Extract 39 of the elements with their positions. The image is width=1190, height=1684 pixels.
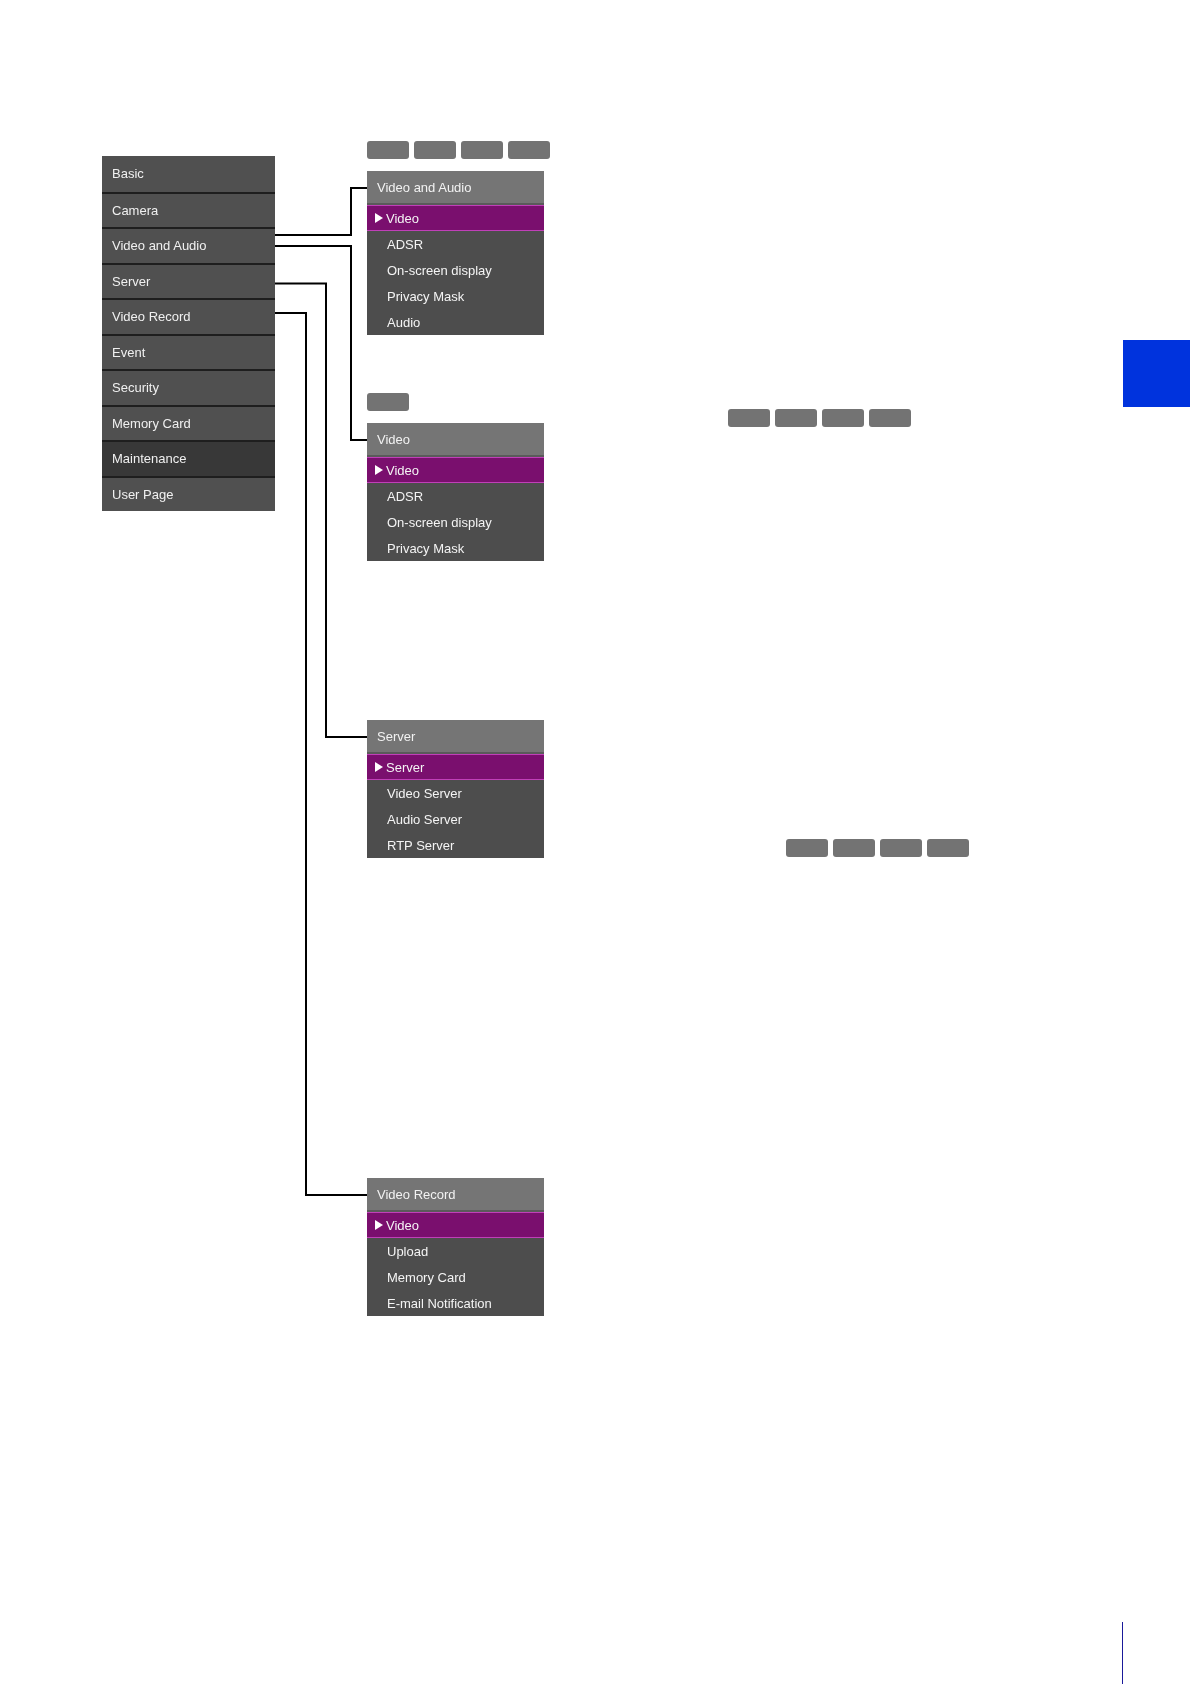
header-text: Video [377,431,410,447]
menu-item: Memory Card [102,404,275,440]
menu-item: Maintenance [102,440,275,476]
menu-item: Privacy Mask [367,283,544,309]
menu-item: Basic [102,156,275,192]
connector-line [274,312,368,1196]
submenu-panel [367,171,544,335]
menu-item: RTP Server [367,832,544,858]
connector-line [274,187,368,236]
selected-menu-item: Server [367,754,544,780]
menu-item: ADSR [367,483,544,509]
selected-menu-item: Video [367,205,544,231]
menu-item: Security [102,369,275,405]
menu-item: User Page [102,475,275,511]
menu-item: Memory Card [367,1264,544,1290]
connector-line [274,282,368,738]
menu-item: Audio [367,309,544,335]
menu-item: On-screen display [367,509,544,535]
menu-item: Camera [102,191,275,227]
menu-item: Video and Audio [102,227,275,263]
header-text: Server [377,728,416,744]
menu-item: Server [102,262,275,298]
menu-item: ADSR [367,231,544,257]
submenu-panel [367,1178,544,1316]
menu-item: Upload [367,1238,544,1264]
connector-line [274,245,368,441]
submenu-panel [367,423,544,561]
menu-item: Audio Server [367,806,544,832]
menu-item: E-mail Notification [367,1290,544,1316]
selected-menu-item: Video [367,1212,544,1238]
menu-item: Video Server [367,780,544,806]
menu-item: Event [102,333,275,369]
selected-menu-item: Video [367,457,544,483]
menu-item: On-screen display [367,257,544,283]
submenu-panel [367,720,544,858]
header-text: Video and Audio [377,179,472,195]
header-text: Video Record [377,1186,456,1202]
menu-item: Privacy Mask [367,535,544,561]
menu-item: Video Record [102,298,275,334]
